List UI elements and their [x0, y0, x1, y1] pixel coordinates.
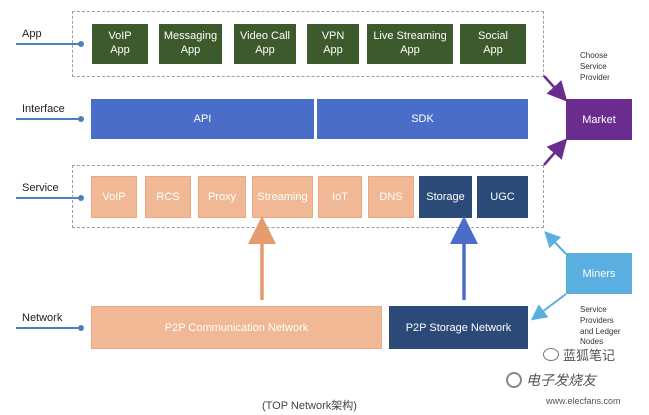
p2p-communication-network: P2P Communication Network: [91, 306, 382, 349]
app-vpn: VPN App: [307, 24, 359, 64]
elecfans-logo-icon: [506, 372, 522, 388]
arrow-miners-to-storage: [530, 293, 567, 321]
arrow-service-to-market: [543, 138, 568, 166]
layer-line-service: [16, 197, 80, 199]
layer-label-app: App: [22, 28, 42, 40]
app-live-streaming: Live Streaming App: [367, 24, 453, 64]
layer-line-network: [16, 327, 80, 329]
layer-label-network: Network: [22, 312, 63, 324]
service-proxy: Proxy: [198, 176, 246, 218]
service-rcs: RCS: [145, 176, 191, 218]
service-iot: IoT: [318, 176, 362, 218]
interface-api: API: [91, 99, 314, 139]
app-video-call: Video Call App: [234, 24, 296, 64]
layer-dot-service: [78, 195, 84, 201]
watermark-wechat: 蓝狐笔记: [543, 345, 615, 364]
app-voip: VoIP App: [92, 24, 148, 64]
layer-label-interface: Interface: [22, 103, 65, 115]
interface-sdk: SDK: [317, 99, 528, 139]
watermark-wechat-text: 蓝狐笔记: [563, 348, 616, 363]
service-layer-frame: [72, 165, 544, 228]
layer-line-interface: [16, 118, 80, 120]
market-box: Market: [566, 99, 632, 140]
service-voip: VoIP: [91, 176, 137, 218]
app-messaging: Messaging App: [159, 24, 222, 64]
wechat-icon: [543, 348, 559, 361]
diagram-caption: (TOP Network架构): [262, 400, 357, 412]
app-layer-frame: [72, 11, 544, 77]
watermark-site-text: 电子发烧友: [526, 372, 596, 388]
service-streaming: Streaming: [252, 176, 313, 218]
service-ugc: UGC: [477, 176, 528, 218]
arrow-miners-to-service: [544, 231, 567, 255]
arrow-app-to-market: [543, 75, 568, 102]
service-storage: Storage: [419, 176, 472, 218]
watermark-site: 电子发烧友: [506, 370, 596, 390]
service-providers-note: Service Providers and Ledger Nodes: [580, 305, 621, 347]
app-social: Social App: [460, 24, 526, 64]
layer-dot-app: [78, 41, 84, 47]
p2p-storage-network: P2P Storage Network: [389, 306, 528, 349]
choose-provider-note: Choose Service Provider: [580, 51, 610, 82]
layer-dot-interface: [78, 116, 84, 122]
layer-label-service: Service: [22, 182, 59, 194]
layer-line-app: [16, 43, 80, 45]
watermark-url: www.elecfans.com: [546, 396, 621, 406]
service-dns: DNS: [368, 176, 414, 218]
miners-box: Miners: [566, 253, 632, 294]
layer-dot-network: [78, 325, 84, 331]
